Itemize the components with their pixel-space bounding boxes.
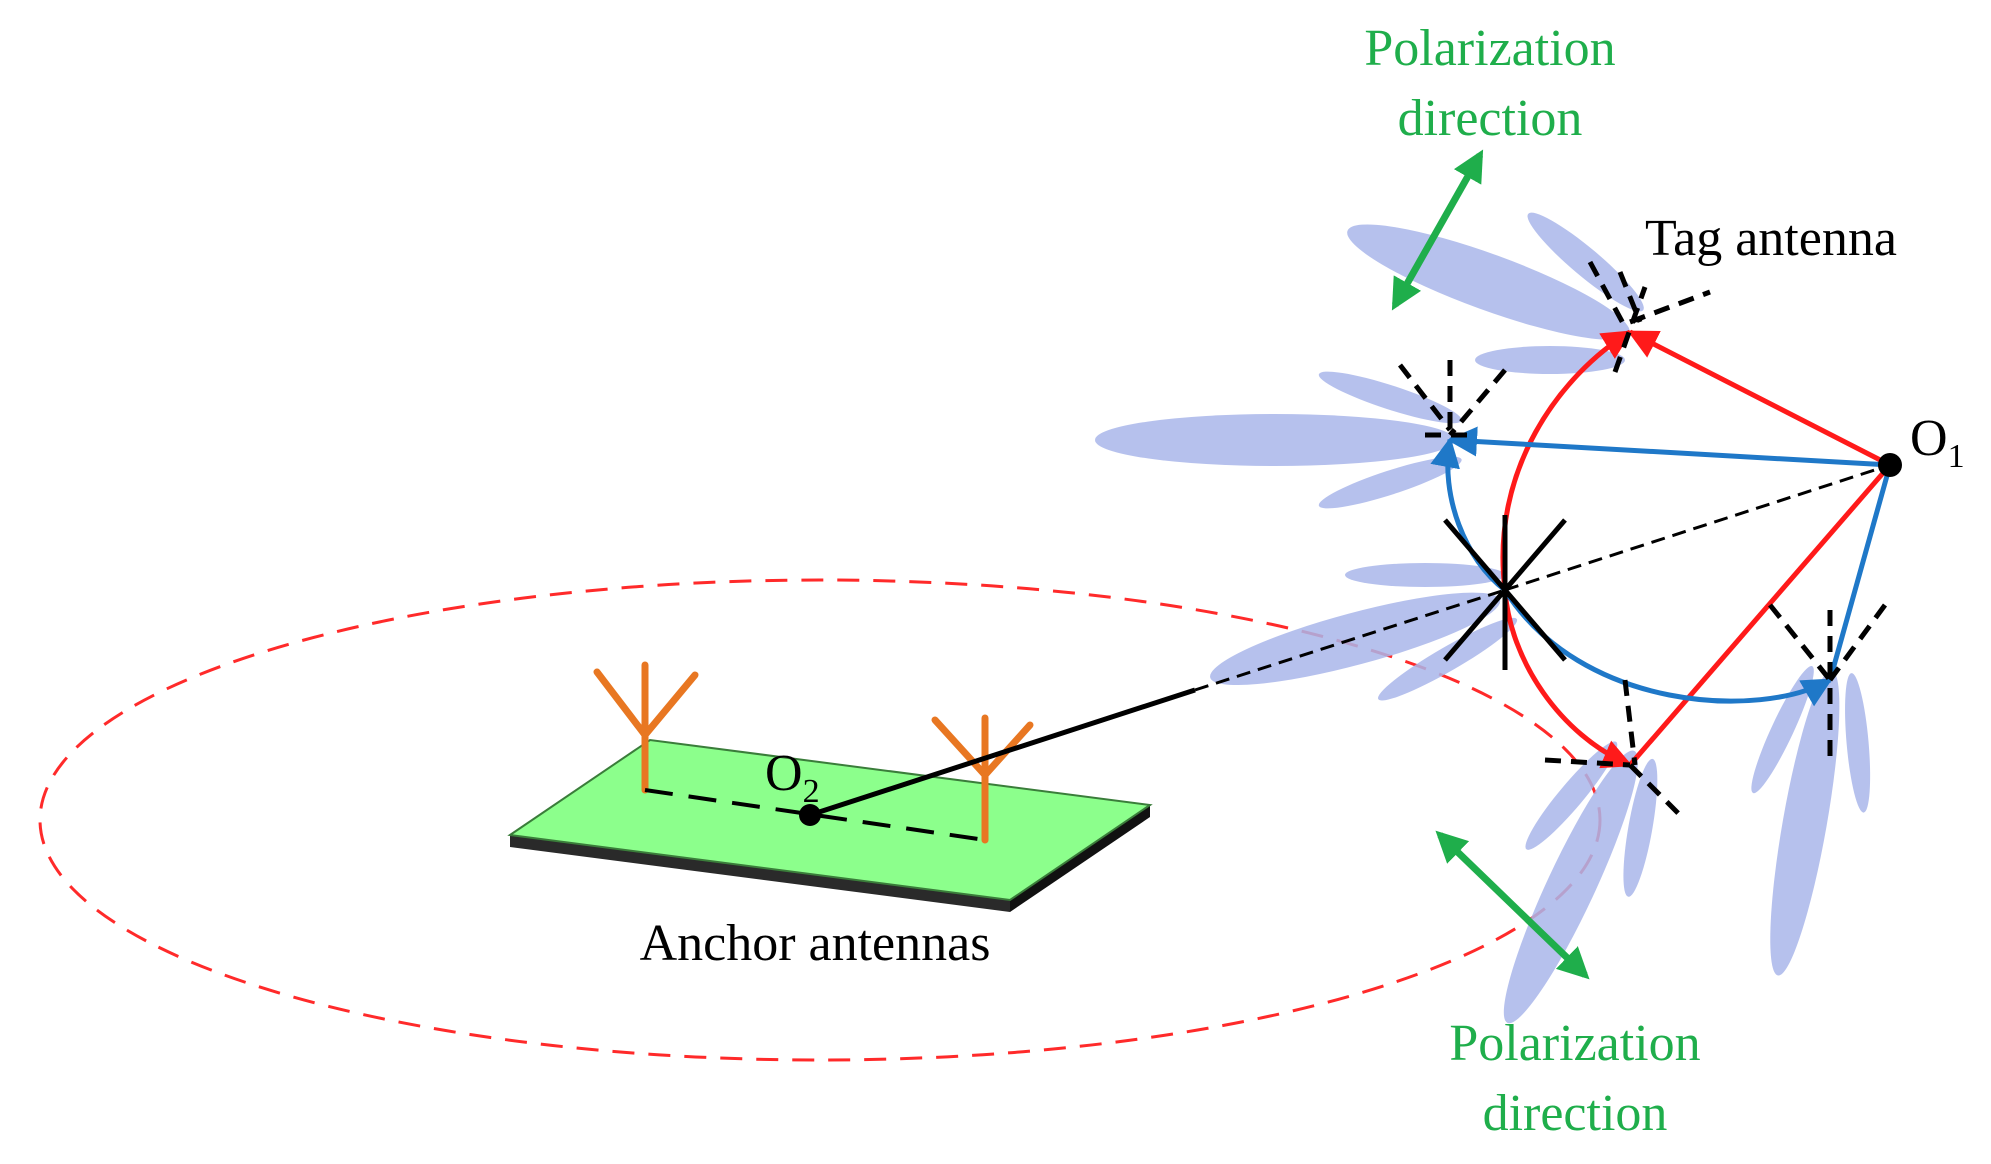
polarization-arrow-bottom bbox=[1435, 830, 1590, 980]
dipole-cross-icon bbox=[1443, 515, 1567, 670]
o2-to-tag-line bbox=[809, 687, 1196, 818]
dipole-cross-icon bbox=[1587, 260, 1711, 373]
tag-antenna-label: Tag antenna bbox=[1645, 210, 1897, 267]
lobe-right bbox=[1751, 666, 1871, 976]
anchor-antennas-label: Anchor antennas bbox=[640, 915, 991, 972]
lobe-left bbox=[1095, 371, 1462, 509]
o1-label: O1 bbox=[1910, 410, 1965, 475]
tag-antenna-markers bbox=[1398, 260, 1888, 817]
o2-to-tag-dashed bbox=[1194, 588, 1506, 692]
anchor-baseline bbox=[644, 788, 986, 842]
o2-label: O2 bbox=[765, 745, 820, 810]
point-o1 bbox=[1878, 453, 1902, 477]
point-o2 bbox=[799, 804, 821, 826]
dipole-cross-icon bbox=[1768, 603, 1888, 765]
polarization-top-label-line2: direction bbox=[1398, 90, 1583, 147]
polarization-arrow-top bbox=[1391, 149, 1484, 311]
tag-to-o1-dashed bbox=[1504, 463, 1891, 592]
polarization-bottom-label-line1: Polarization bbox=[1449, 1015, 1700, 1072]
polarization-bottom-label-line2: direction bbox=[1483, 1085, 1668, 1142]
anchor-board bbox=[507, 738, 1153, 912]
lobe-bottom bbox=[1503, 741, 1658, 1024]
dipole-cross-icon bbox=[1398, 360, 1507, 438]
dipole-cross-icon bbox=[1544, 679, 1682, 817]
anchor-antenna-left bbox=[593, 661, 699, 794]
red-path bbox=[1500, 329, 1892, 769]
polarization-top-label-line1: Polarization bbox=[1364, 20, 1615, 77]
lobe-center bbox=[1210, 563, 1518, 701]
